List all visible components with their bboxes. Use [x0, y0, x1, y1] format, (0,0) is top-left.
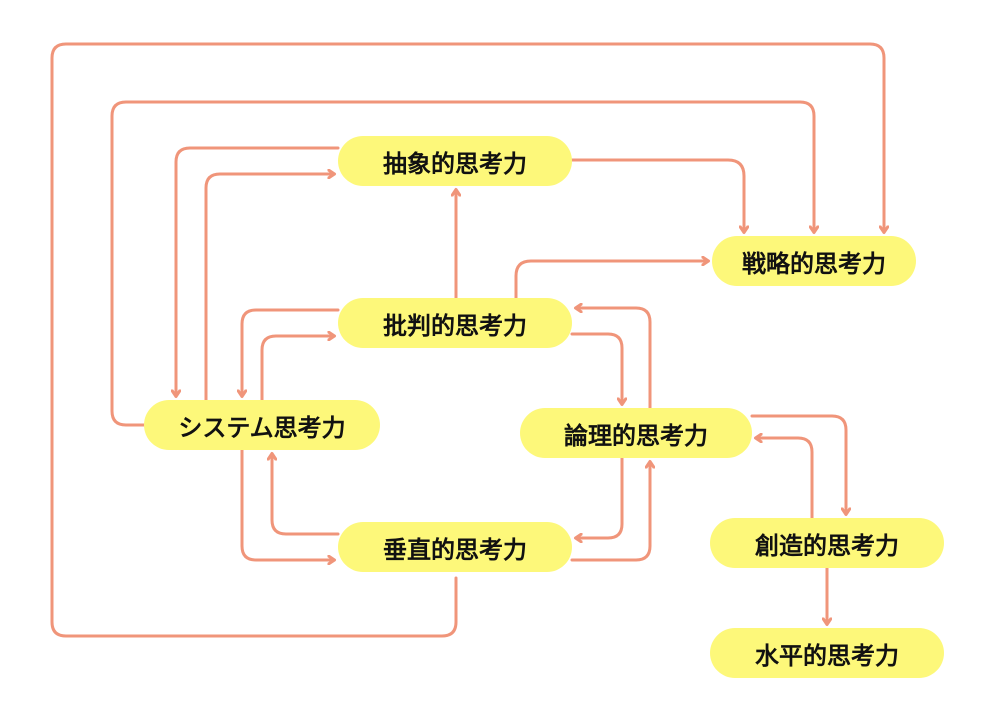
connector-systems-to-strategic: [50, 42, 884, 638]
connector-critical-to-systems: [242, 308, 340, 396]
connector-abstract-to-strategic: [570, 158, 744, 232]
connector-vertical-to-systems: [272, 454, 340, 536]
node-systems-thinking: システム思考力: [144, 400, 380, 450]
connector-logical-to-creative: [750, 414, 846, 514]
connector-critical-to-logical: [570, 332, 622, 404]
connector-vertical-to-logical: [570, 462, 650, 562]
connector-logical-to-vertical: [576, 456, 624, 538]
node-critical-thinking: 批判的思考力: [338, 298, 572, 348]
node-creative-thinking: 創造的思考力: [710, 518, 944, 568]
connector-critical-to-strategic: [514, 261, 708, 300]
connector-creative-to-logical: [756, 438, 814, 520]
node-vertical-thinking: 垂直的思考力: [338, 522, 572, 572]
connector-abstract-to-systems: [176, 146, 340, 396]
node-abstract-thinking: 抽象的思考力: [338, 136, 572, 186]
connector-systems-loop-to-strategic: [110, 100, 814, 427]
node-lateral-thinking: 水平的思考力: [710, 628, 944, 678]
connector-systems-to-vertical: [240, 448, 334, 560]
connector-systems-to-critical: [260, 336, 334, 402]
connector-logical-to-critical: [576, 308, 652, 410]
connector-systems-to-abstract: [204, 174, 334, 402]
node-logical-thinking: 論理的思考力: [520, 408, 752, 458]
node-strategic-thinking: 戦略的思考力: [712, 236, 916, 286]
